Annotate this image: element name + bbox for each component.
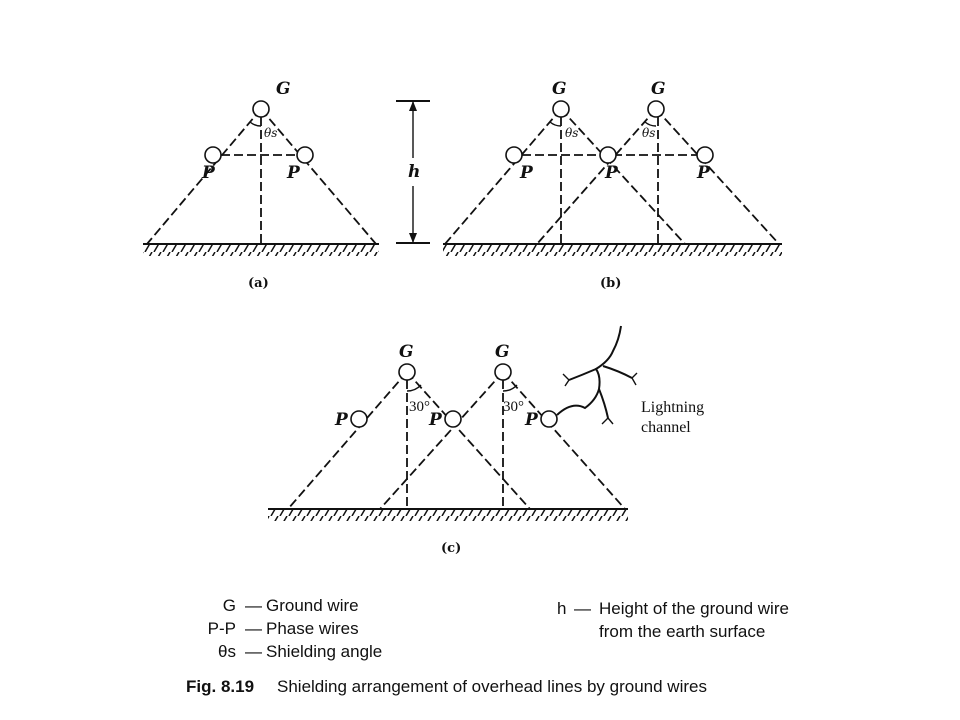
ground-wire-left xyxy=(398,363,416,381)
legend-text: Ground wire xyxy=(266,596,359,615)
label-p: P xyxy=(519,163,534,183)
subfigure-a: G θs P P (a) xyxy=(143,79,379,291)
label-theta: θs xyxy=(264,126,277,140)
legend-text: Phase wires xyxy=(266,619,359,638)
legend-text: Height of the ground wire xyxy=(599,599,789,618)
label-p: P xyxy=(428,410,443,430)
label-30: 30° xyxy=(503,399,524,415)
shield-boundary-right xyxy=(260,108,377,245)
label-g: G xyxy=(651,79,666,99)
label-g: G xyxy=(552,79,567,99)
ground-wire-right xyxy=(494,363,512,381)
label-g: G xyxy=(495,342,510,362)
legend-sep: — xyxy=(574,599,591,618)
legend-sep: — xyxy=(245,596,262,615)
subfigure-label-c: (c) xyxy=(441,541,461,556)
phase-wire-1 xyxy=(505,146,523,164)
phase-wire-3 xyxy=(540,410,558,428)
label-p-left: P xyxy=(201,163,216,183)
phase-wire-right xyxy=(296,146,314,164)
figure-caption: Fig. 8.19 Shielding arrangement of overh… xyxy=(186,677,707,696)
legend-sep: — xyxy=(245,642,262,661)
ground-hatch xyxy=(143,244,379,256)
caption-fig-number: Fig. 8.19 xyxy=(186,677,254,696)
phase-wire-1 xyxy=(350,410,368,428)
legend-symbol: G xyxy=(223,596,236,615)
phase-wire-3 xyxy=(696,146,714,164)
ground-hatch xyxy=(443,244,782,256)
legend: G — Ground wire P-P — Phase wires θs — S… xyxy=(208,596,789,661)
legend-text: from the earth surface xyxy=(599,622,765,641)
subfigure-label-b: (b) xyxy=(600,276,621,291)
ground-wire xyxy=(252,100,270,118)
legend-sep: — xyxy=(245,619,262,638)
legend-symbol: P-P xyxy=(208,619,236,638)
lightning-channel xyxy=(556,325,638,425)
label-h: h xyxy=(408,162,420,182)
label-p: P xyxy=(604,163,619,183)
subfigure-b: G G θs θs P P P (b) xyxy=(443,79,782,291)
label-theta: θs xyxy=(642,126,655,140)
ground-wire-right xyxy=(647,100,665,118)
label-g: G xyxy=(276,79,291,99)
ground-hatch xyxy=(268,509,628,521)
caption-text: Shielding arrangement of overhead lines … xyxy=(277,677,707,696)
subfigure-label-a: (a) xyxy=(248,276,269,291)
lightning-label-line2: channel xyxy=(641,419,691,436)
phase-wire-2 xyxy=(599,146,617,164)
label-30: 30° xyxy=(409,399,430,415)
height-indicator: h xyxy=(396,100,430,244)
legend-symbol: h xyxy=(557,599,566,618)
legend-text: Shielding angle xyxy=(266,642,382,661)
shield-boundary-left xyxy=(146,108,262,245)
label-theta: θs xyxy=(565,126,578,140)
lightning-label-line1: Lightning xyxy=(641,399,704,416)
label-p: P xyxy=(696,163,711,183)
ground-wire-left xyxy=(552,100,570,118)
shielding-angle-arc xyxy=(249,121,262,127)
label-p: P xyxy=(334,410,349,430)
label-p-right: P xyxy=(286,163,301,183)
legend-symbol: θs xyxy=(218,642,236,661)
phase-wire-2 xyxy=(444,410,462,428)
label-p: P xyxy=(524,410,539,430)
phase-wire-left xyxy=(204,146,222,164)
label-g: G xyxy=(399,342,414,362)
subfigure-c: G G 30° 30° P P P Lightning channel (c) xyxy=(268,325,704,556)
